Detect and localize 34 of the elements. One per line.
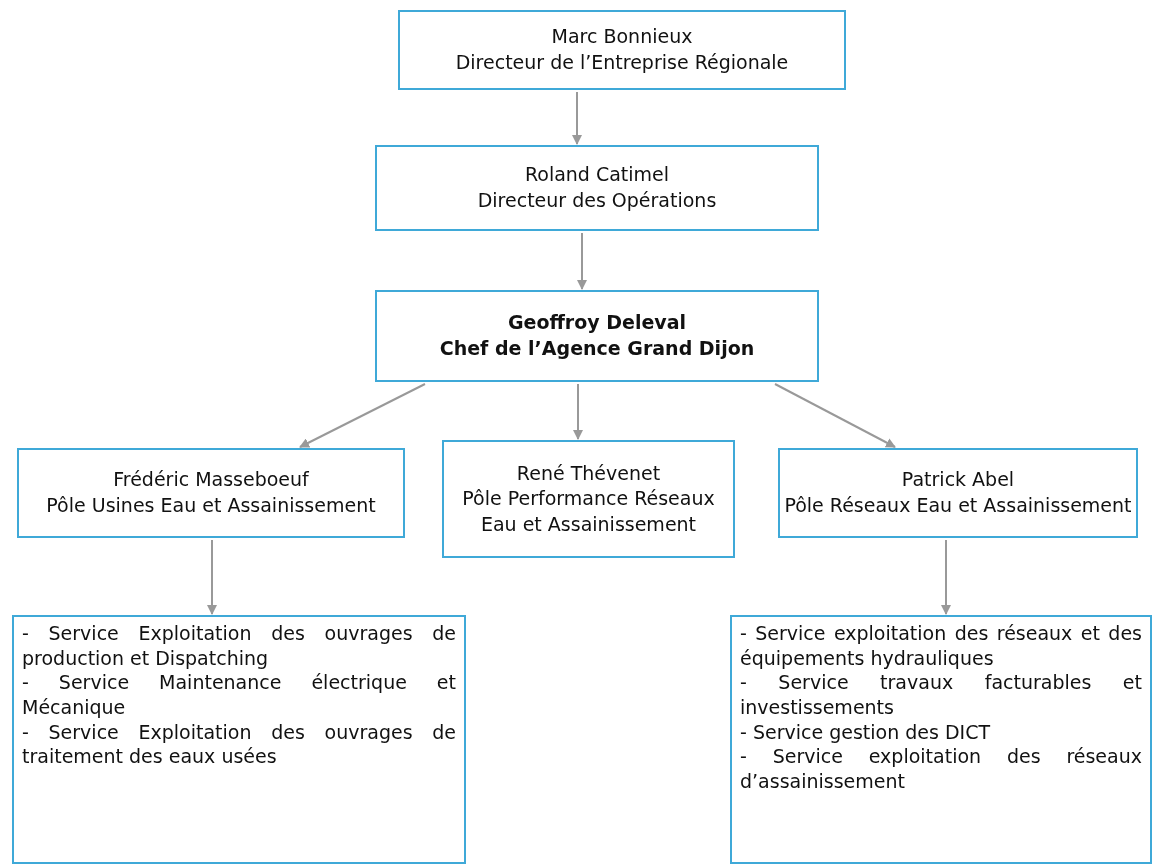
service-item: - Service exploitation des réseaux d’assainissement [740,744,1142,794]
org-box [398,10,846,90]
person-name: Frédéric Masseboeuf [113,467,309,493]
service-list-box [12,615,466,864]
service-item: - Service exploitation des réseaux et des équipements hydrauliques [740,621,1142,671]
org-box [442,440,735,558]
role-title: Pôle Performance Réseaux Eau et Assainissement [461,486,716,537]
arrow [941,539,951,615]
person-name: René Thévenet [516,460,661,486]
arrow [572,91,582,145]
arrow [774,383,896,448]
role-title: Chef de l’Agence Grand Dijon [439,336,755,361]
service-item: - Service travaux facturables et investissements [740,670,1142,720]
arrow [577,232,587,290]
service-list-box [730,615,1152,864]
arrow [573,383,583,440]
person-name: Marc Bonnieux [551,24,693,50]
org-box [778,448,1138,538]
role-title: Directeur de l’Entreprise Régionale [455,50,789,75]
org-box [375,145,819,231]
org-box [17,448,405,538]
role-title: Directeur des Opérations [477,188,717,213]
role-title: Pôle Réseaux Eau et Assainissement [784,493,1132,518]
org-box [375,290,819,382]
person-name: Roland Catimel [524,162,670,188]
person-name: Geoffroy Deleval [507,310,687,336]
arrow [299,383,426,448]
service-item: - Service Exploitation des ouvrages de production et Dispatching [22,621,456,671]
service-item: - Service Exploitation des ouvrages de traitement des eaux usées [22,719,456,770]
person-name: Patrick Abel [901,467,1015,493]
service-item: - Service Maintenance électrique et Mécanique [22,670,456,720]
arrow [207,539,217,615]
role-title: Pôle Usines Eau et Assainissement [46,493,376,518]
service-item: - Service gestion des DICT [740,719,992,745]
